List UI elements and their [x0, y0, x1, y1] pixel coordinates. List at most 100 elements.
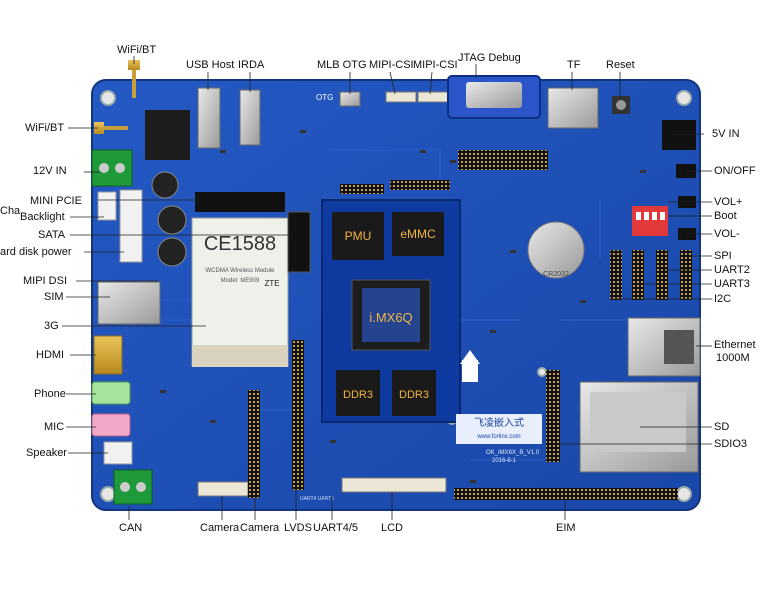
terminal-can	[113, 469, 153, 505]
mounting-hole	[676, 90, 692, 106]
label-jtag-debug: JTAG Debug	[458, 52, 521, 64]
emmc-label: eMMC	[400, 227, 436, 241]
mounting-hole	[676, 486, 692, 502]
brand-label	[456, 414, 542, 444]
coin-battery	[527, 221, 585, 279]
camera-connector	[197, 481, 249, 497]
label-hdmi: HDMI	[36, 349, 65, 361]
label-ethernet-speed: 1000M	[716, 352, 750, 364]
label-reset: Reset	[606, 59, 635, 71]
label-eim: EIM	[556, 522, 576, 534]
ddr3-right-label: DDR3	[399, 389, 429, 401]
label-phone: Phone	[34, 388, 66, 400]
jtag-header	[458, 150, 548, 170]
i2c-header	[680, 250, 692, 300]
uart3-header	[656, 250, 668, 300]
brand-url: www.forlinx.com	[476, 434, 520, 440]
label-wifi-bt-top: WiFi/BT	[117, 44, 157, 56]
capacitor	[157, 237, 187, 267]
label-uart2: UART2	[714, 264, 750, 276]
label-mic: MIC	[44, 421, 65, 433]
label-usb-host: USB Host	[186, 59, 235, 71]
label-vol-plus: VOL+	[714, 196, 743, 208]
ddr3-right-chip	[392, 370, 436, 416]
label-sd: SD	[714, 421, 730, 433]
uart2-header	[632, 250, 644, 300]
label-i2c: I2C	[714, 293, 732, 305]
label-lvds: LVDS	[284, 522, 312, 534]
sata-connector	[287, 211, 311, 273]
label-sim: SIM	[44, 291, 64, 303]
label-12v-in: 12V IN	[33, 165, 67, 177]
mipi-csi-connector-1	[385, 91, 417, 103]
label-uart45: UART4/5	[313, 522, 359, 534]
tf-card-slot	[547, 87, 599, 129]
boot-switch	[632, 206, 668, 236]
wifi-antenna-top	[128, 60, 140, 98]
label-5v-in: 5V IN	[712, 128, 740, 140]
module-model: Model: ME909	[221, 278, 260, 284]
mounting-hole	[537, 367, 547, 377]
ddr3-left-chip	[336, 370, 380, 416]
label-can: CAN	[119, 522, 143, 534]
module-name: WCDMA Wireless Module	[205, 268, 275, 274]
ddr3-left-label: DDR3	[343, 389, 373, 401]
capacitors	[151, 171, 187, 267]
otg-silkscreen: OTG	[316, 93, 333, 102]
sim-slot	[97, 281, 161, 325]
speaker-connector	[103, 441, 133, 465]
backlight-connector	[97, 191, 117, 221]
label-spi: SPI	[714, 250, 732, 262]
terminal-12v	[91, 149, 133, 187]
label-mipi-csi-1: MIPI-CSI	[369, 59, 414, 71]
wifi-module	[145, 110, 190, 160]
mini-pcie-slot	[195, 192, 285, 212]
zte-mark: ZTE	[264, 279, 279, 288]
sdio3-header	[546, 370, 560, 462]
label-3g: 3G	[44, 320, 59, 332]
eim-header	[454, 488, 678, 500]
brand-name: 飞凌嵌入式	[474, 416, 524, 429]
label-mlb-otg: MLB OTG	[317, 59, 367, 71]
orientation-arrow	[460, 350, 480, 364]
lcd-connector	[341, 477, 447, 493]
pmu-chip	[332, 212, 384, 260]
label-charge: Cha	[0, 205, 21, 217]
label-camera-1: Camera	[200, 522, 240, 534]
hdd-power-connector	[119, 189, 143, 263]
uart45-silkscreen: UART4 UART5	[300, 496, 334, 502]
dc-5v-jack	[662, 120, 696, 150]
mlb-otg-connector	[339, 91, 361, 107]
mid-header	[340, 184, 384, 194]
board-model: OK_IMX6X_B_V1.0	[486, 450, 540, 456]
mounting-hole	[100, 486, 116, 502]
mipi-csi-connector-2	[417, 91, 449, 103]
label-tf: TF	[567, 59, 581, 71]
wifi-antenna-left	[94, 122, 128, 134]
label-vol-minus: VOL-	[714, 228, 740, 240]
hdmi-connector	[93, 335, 123, 375]
label-ethernet: Ethernet	[714, 339, 756, 351]
usb-host-connector	[197, 87, 221, 149]
mic-jack	[91, 413, 131, 437]
label-speaker: Speaker	[26, 447, 67, 459]
label-wifi-bt-left: WiFi/BT	[25, 122, 65, 134]
label-sata: SATA	[38, 229, 66, 241]
label-camera-2: Camera	[240, 522, 280, 534]
spi-header	[610, 250, 622, 300]
leader-lines	[62, 56, 712, 520]
label-mini-pcie: MINI PCIE	[30, 195, 82, 207]
sd-inner	[590, 392, 686, 452]
label-irda: IRDA	[238, 59, 265, 71]
top-header	[390, 180, 450, 190]
uart45-header	[292, 340, 304, 490]
label-sdio3: SDIO3	[714, 438, 748, 450]
emmc-chip	[392, 212, 444, 256]
label-uart3: UART3	[714, 278, 750, 290]
ce-mark: CE1588	[204, 233, 276, 255]
label-mipi-dsi: MIPI DSI	[23, 275, 68, 287]
mounting-hole	[100, 90, 116, 106]
label-backlight: Backlight	[20, 211, 65, 223]
label-mipi-csi-2: MIPI-CSI	[413, 59, 458, 71]
